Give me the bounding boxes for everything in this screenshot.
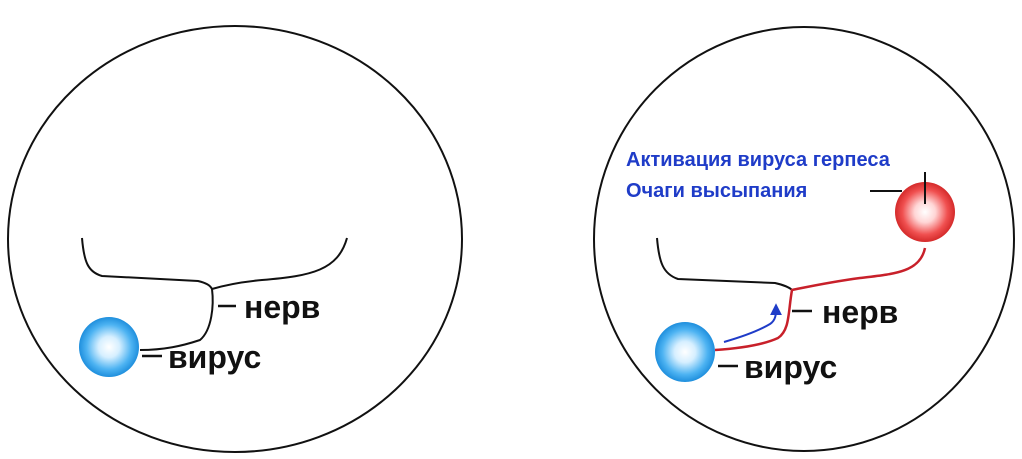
left-nerve-line	[82, 238, 347, 289]
left-virus-ball	[79, 317, 139, 377]
right-virus-label: вирус	[744, 349, 837, 385]
right-panel: нерв вирус Активация вируса герпеса Очаг…	[594, 27, 1014, 451]
left-nerve-label: нерв	[244, 289, 320, 325]
right-virus-ball	[655, 322, 715, 382]
activation-label: Активация вируса герпеса	[626, 149, 891, 171]
rash-label: Очаги высыпания	[626, 180, 807, 202]
right-upward-arrow	[724, 308, 776, 342]
right-nerve-line	[657, 238, 792, 290]
left-panel: нерв вирус	[8, 26, 462, 452]
left-virus-label: вирус	[168, 339, 261, 375]
right-nerve-label: нерв	[822, 294, 898, 330]
left-panel-circle	[8, 26, 462, 452]
